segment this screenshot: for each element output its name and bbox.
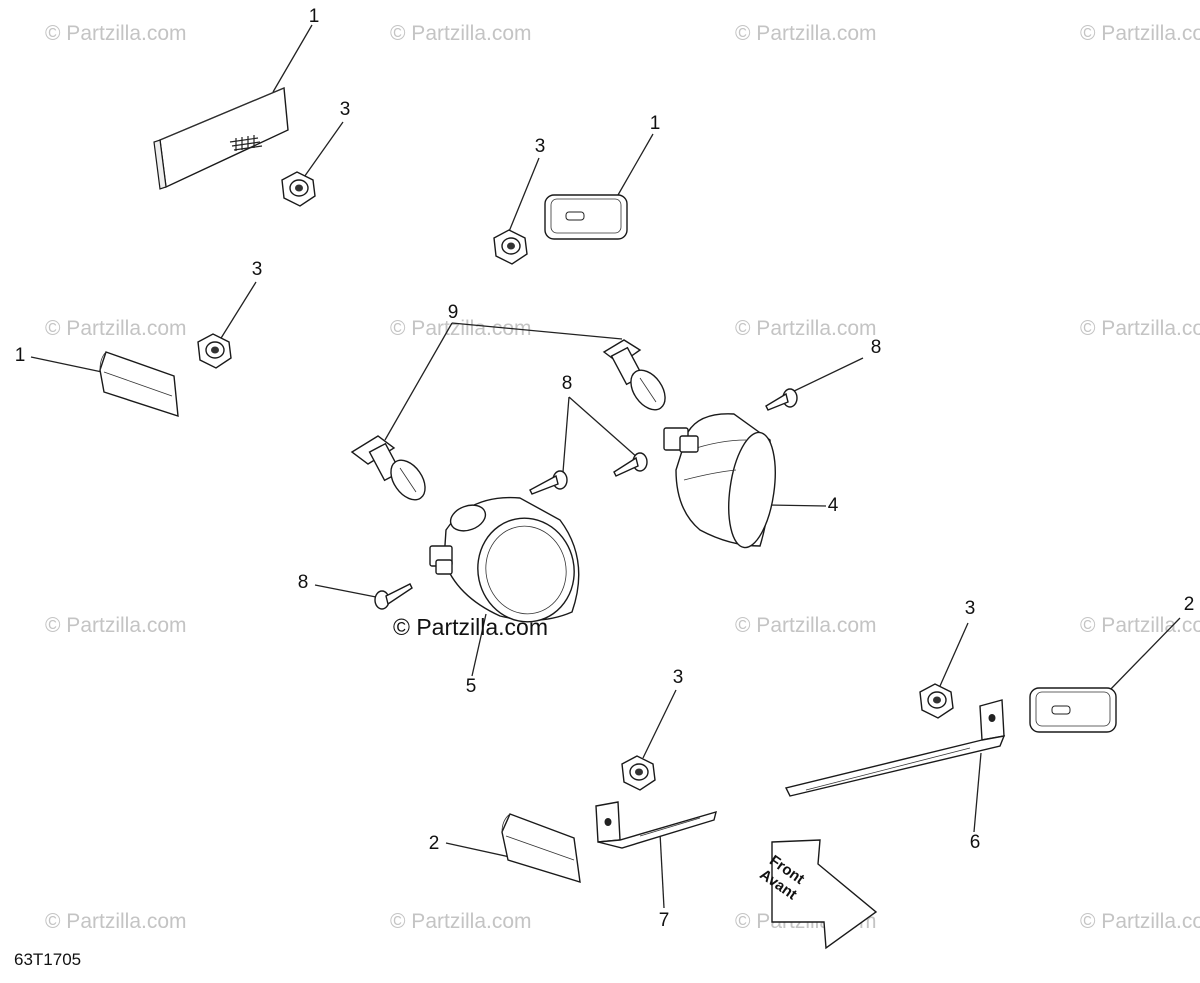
- callout-8: 8: [297, 572, 309, 593]
- hex-nut-part-3: [919, 683, 954, 719]
- side-reflector-part-1: [99, 351, 179, 417]
- hex-nut-part-3: [493, 229, 528, 265]
- callout-8: 8: [870, 337, 882, 358]
- screw-part-8: [765, 388, 798, 411]
- callout-7: 7: [658, 910, 670, 931]
- callout-1: 1: [14, 345, 26, 366]
- headlamp-part-4: [663, 413, 776, 549]
- watermark: © Partzilla.com: [390, 22, 532, 45]
- reflector-part-2: [501, 813, 581, 883]
- screw-part-8: [613, 452, 648, 477]
- callout-9: 9: [447, 302, 459, 323]
- reflector-plate-part-1: [153, 86, 289, 190]
- center-watermark: © Partzilla.com: [393, 614, 548, 640]
- watermark: © Partzilla.com: [390, 317, 532, 340]
- screw-part-8: [374, 583, 413, 610]
- headlamp-part-5: [429, 496, 580, 623]
- watermark: © Partzilla.com: [45, 22, 187, 45]
- screw-part-8: [529, 470, 568, 495]
- callout-2: 2: [1183, 594, 1195, 615]
- bracket-part-6: [784, 699, 1006, 797]
- bracket-part-7: [595, 801, 717, 849]
- diagram-code: 63T1705: [14, 950, 82, 969]
- front-arrow: [771, 839, 878, 950]
- bulb-part-9: [602, 339, 666, 411]
- hex-nut-part-3: [281, 171, 316, 207]
- callout-6: 6: [969, 832, 981, 853]
- callout-3: 3: [534, 136, 546, 157]
- callout-3: 3: [251, 259, 263, 280]
- watermark: © Partzilla.com: [45, 614, 187, 637]
- watermark: © Partzilla.com: [1080, 910, 1200, 933]
- watermark: © Partzilla.com: [735, 22, 877, 45]
- callout-5: 5: [465, 676, 477, 697]
- watermark: © Partzilla.com: [390, 910, 532, 933]
- callout-2: 2: [428, 833, 440, 854]
- watermark: © Partzilla.com: [1080, 614, 1200, 637]
- watermark: © Partzilla.com: [735, 614, 877, 637]
- leader-lines: [30, 24, 1181, 909]
- callout-1: 1: [308, 6, 320, 27]
- watermark: © Partzilla.com: [45, 910, 187, 933]
- callout-3: 3: [672, 667, 684, 688]
- callout-4: 4: [827, 495, 839, 516]
- small-reflector-part-1: [544, 194, 628, 240]
- watermark: © Partzilla.com: [735, 317, 877, 340]
- bulb-part-9: [350, 435, 426, 501]
- callout-1: 1: [649, 113, 661, 134]
- hex-nut-part-3: [197, 333, 232, 369]
- reflector-part-2: [1029, 687, 1117, 733]
- hex-nut-part-3: [621, 755, 656, 791]
- callout-3: 3: [964, 598, 976, 619]
- watermark: © Partzilla.com: [45, 317, 187, 340]
- callout-8: 8: [561, 373, 573, 394]
- callout-3: 3: [339, 99, 351, 120]
- watermark: © Partzilla.com: [1080, 22, 1200, 45]
- watermark: © Partzilla.com: [1080, 317, 1200, 340]
